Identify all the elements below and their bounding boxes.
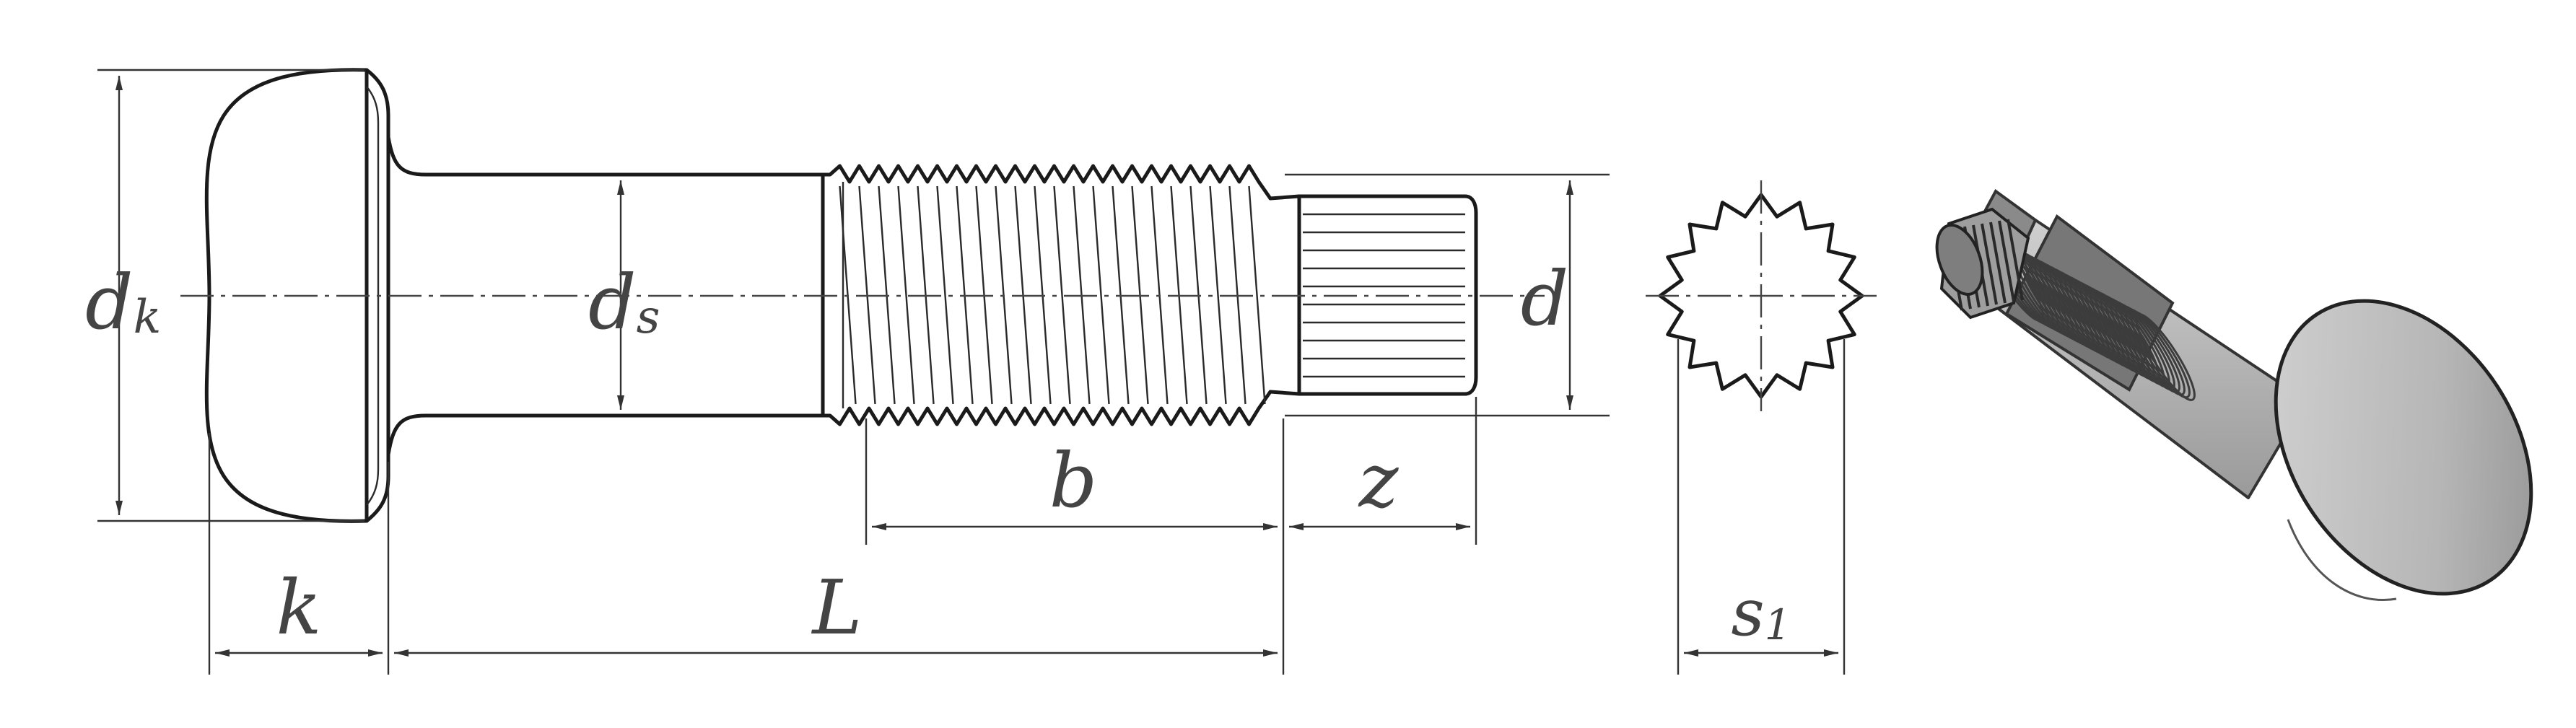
bolt-3d-render [1935,189,2533,601]
dimension-labels: dk ds d b z k L s1 [85,255,1791,652]
label-k: k [276,563,321,652]
label-b: b [1049,437,1098,525]
bolt-shank [386,135,825,457]
label-s1: s1 [1731,575,1791,651]
label-ds: ds [588,258,660,346]
bolt-end-view [1646,180,1877,411]
label-dk: dk [85,258,161,346]
label-z: z [1358,437,1400,525]
label-d: d [1521,255,1569,343]
dimension-lines [97,69,1846,675]
label-L: L [811,563,862,652]
bolt-thread [821,164,1272,426]
